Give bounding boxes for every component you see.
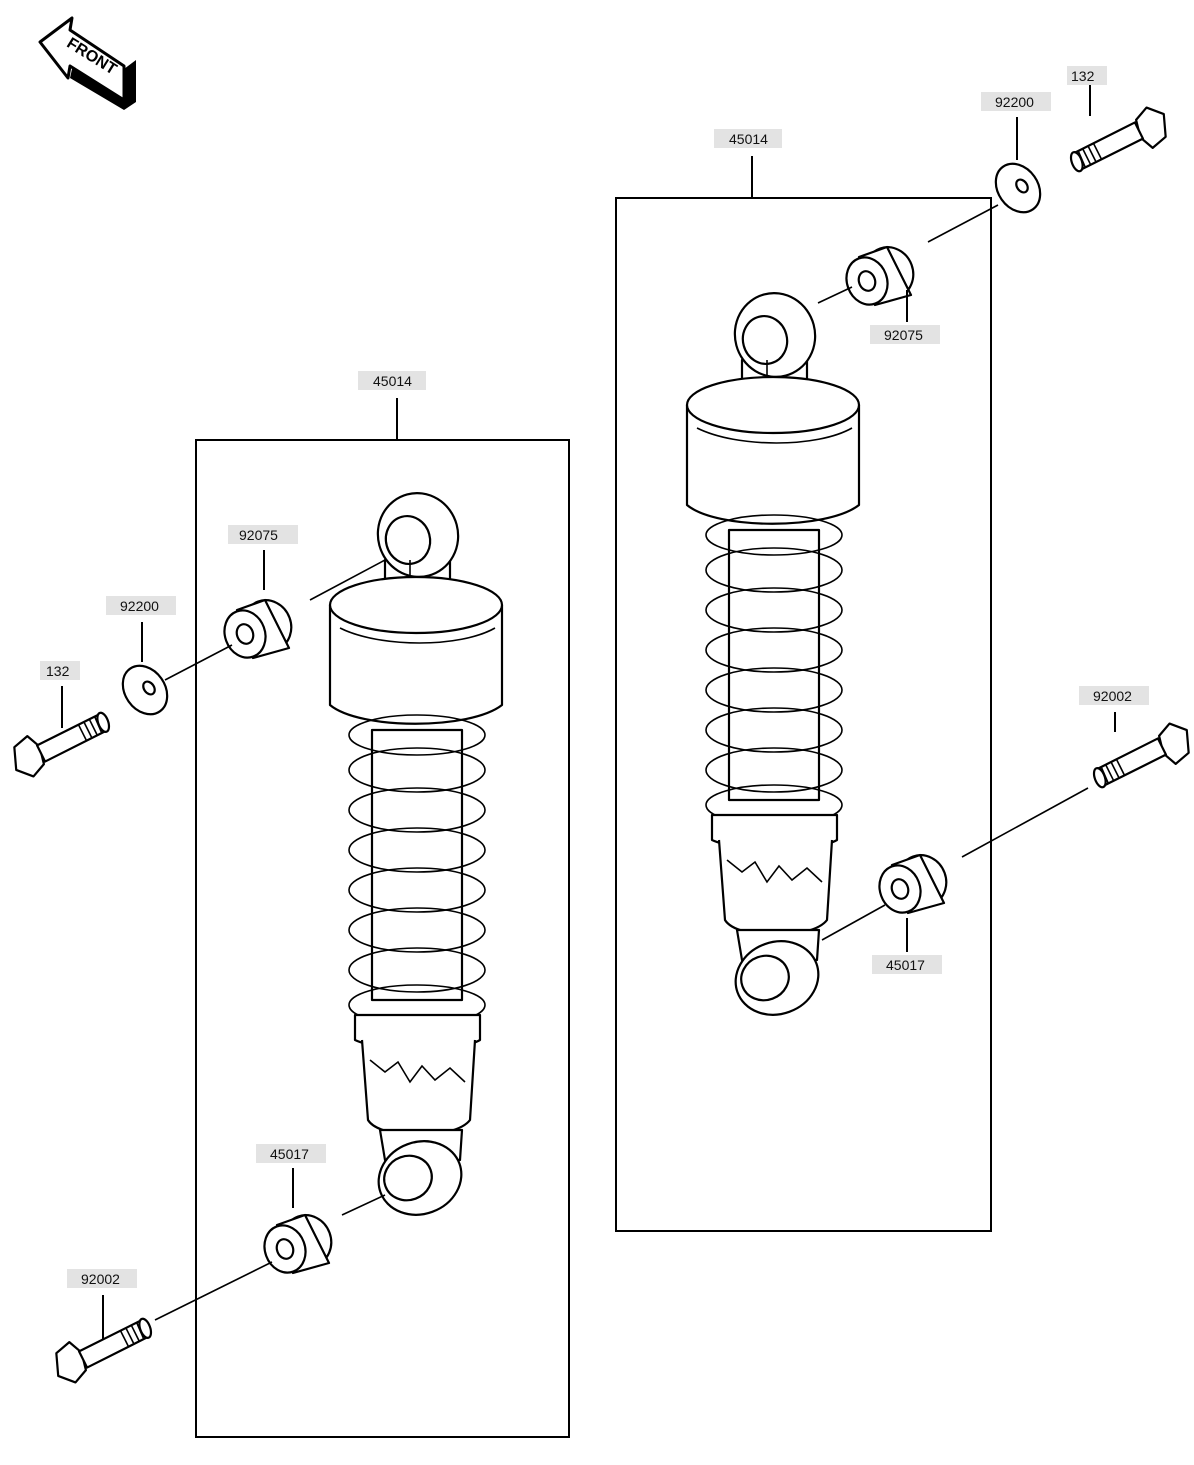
right-bottom-bush [871,847,955,920]
left-top-bolt-label: 132 [46,663,70,679]
right-bottom-bush-label: 45017 [886,957,925,973]
right-shock-assembly: 45014 92200 132 92075 92002 45017 [615,66,1194,1232]
right-washer-label: 92200 [995,94,1034,110]
right-bottom-bolt [1084,717,1194,793]
left-shock-absorber [328,482,504,1228]
right-top-bush [838,239,922,312]
left-assembly-label: 45014 [373,373,412,389]
right-shock-absorber [685,282,861,1028]
right-bottom-bolt-label: 92002 [1093,688,1132,704]
right-top-bolt [1061,101,1175,177]
left-top-bush-label: 92075 [239,527,278,543]
left-washer-label: 92200 [120,598,159,614]
left-assembly-frame [195,439,570,1438]
right-washer [985,154,1051,222]
left-bottom-bolt-label: 92002 [81,1271,120,1287]
left-washer [112,656,178,724]
left-bottom-bush-label: 45017 [270,1146,309,1162]
right-top-bolt-label: 132 [1071,68,1095,84]
right-assembly-frame [615,197,992,1232]
left-top-bush [216,592,300,665]
left-bottom-bush [256,1207,340,1280]
right-assembly-label: 45014 [729,131,768,147]
left-shock-assembly: 45014 92075 92200 132 45017 92002 [5,371,570,1438]
front-direction-arrow-icon: FRONT [38,16,136,110]
right-top-bush-label: 92075 [884,327,923,343]
